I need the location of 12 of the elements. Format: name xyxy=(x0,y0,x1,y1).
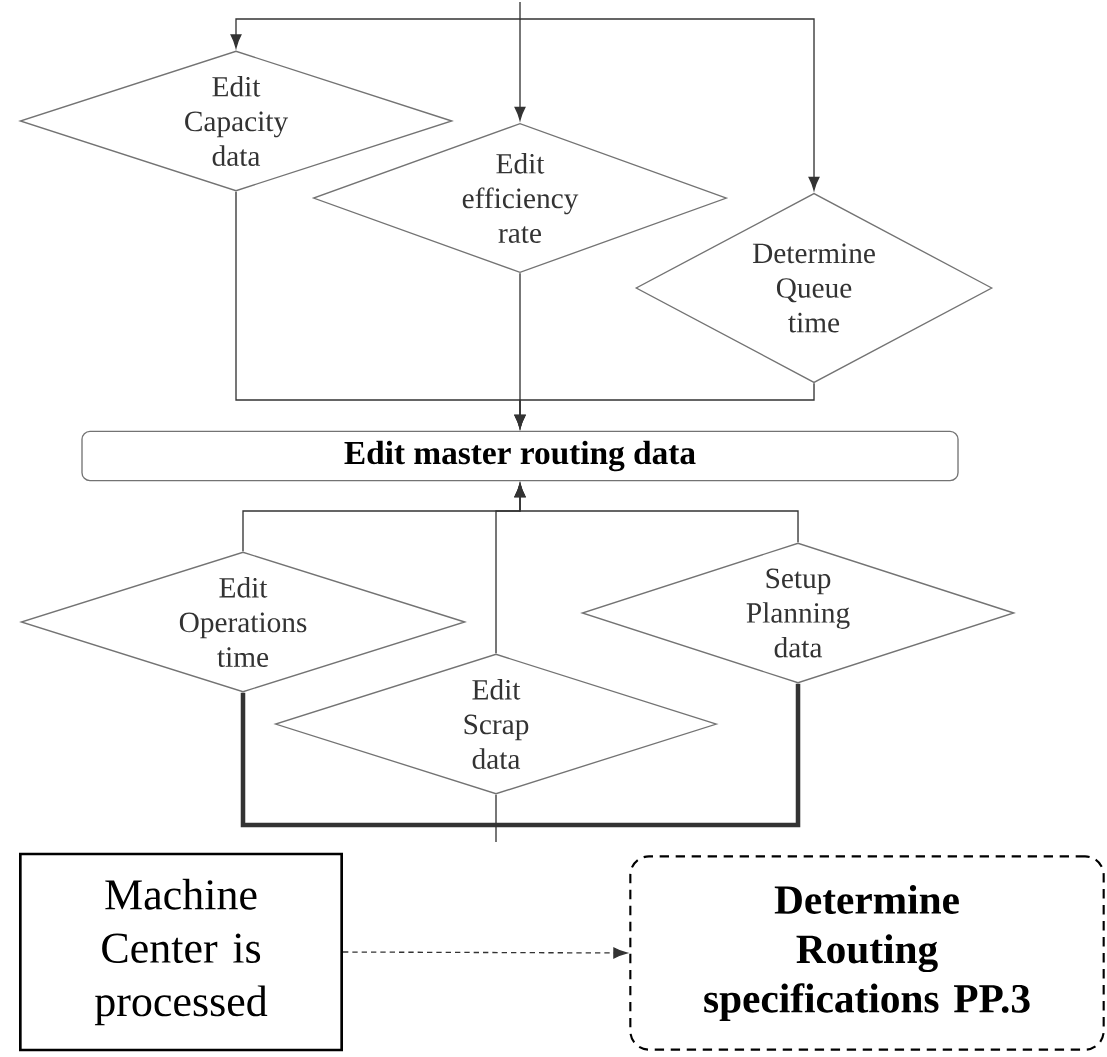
connector-line xyxy=(495,794,497,843)
arrow xyxy=(342,947,628,959)
arrow xyxy=(230,1,521,49)
process-box: Determine Routing specifications PP.3 xyxy=(629,855,1105,1051)
connector-line xyxy=(240,692,496,828)
process-box: Edit master routing data xyxy=(81,430,959,482)
arrow xyxy=(514,382,815,429)
connector-line xyxy=(496,683,801,828)
arrow xyxy=(514,483,799,543)
arrow xyxy=(519,18,820,191)
process-box: Machine Center is processed xyxy=(19,852,343,1052)
arrow xyxy=(514,18,526,121)
